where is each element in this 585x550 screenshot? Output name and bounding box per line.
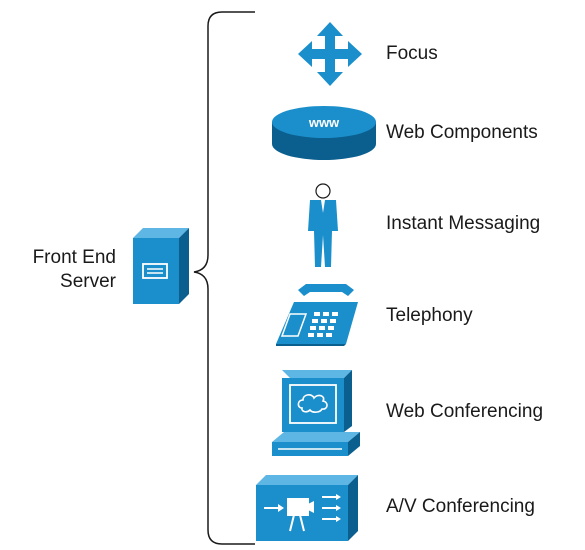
www-disk-icon: www (272, 106, 376, 160)
component-label-web-conferencing: Web Conferencing (386, 401, 544, 422)
svg-text:www: www (308, 115, 340, 130)
server-label-line1: Front End (32, 247, 116, 268)
component-label-av-conferencing: A/V Conferencing (386, 496, 535, 517)
focus-arrows-icon (298, 22, 362, 86)
computer-monitor-icon (272, 370, 360, 456)
server-label: Front End Server (6, 246, 116, 294)
video-camera-box-icon (256, 475, 358, 541)
component-label-instant-messaging: Instant Messaging (386, 213, 541, 234)
component-label-focus: Focus (386, 43, 438, 64)
server-icon (133, 228, 189, 304)
component-label-web-components: Web Components (386, 122, 538, 143)
component-label-telephony: Telephony (386, 305, 473, 326)
person-icon (308, 183, 338, 267)
server-label-line2: Server (60, 271, 116, 292)
telephone-icon (276, 284, 358, 346)
